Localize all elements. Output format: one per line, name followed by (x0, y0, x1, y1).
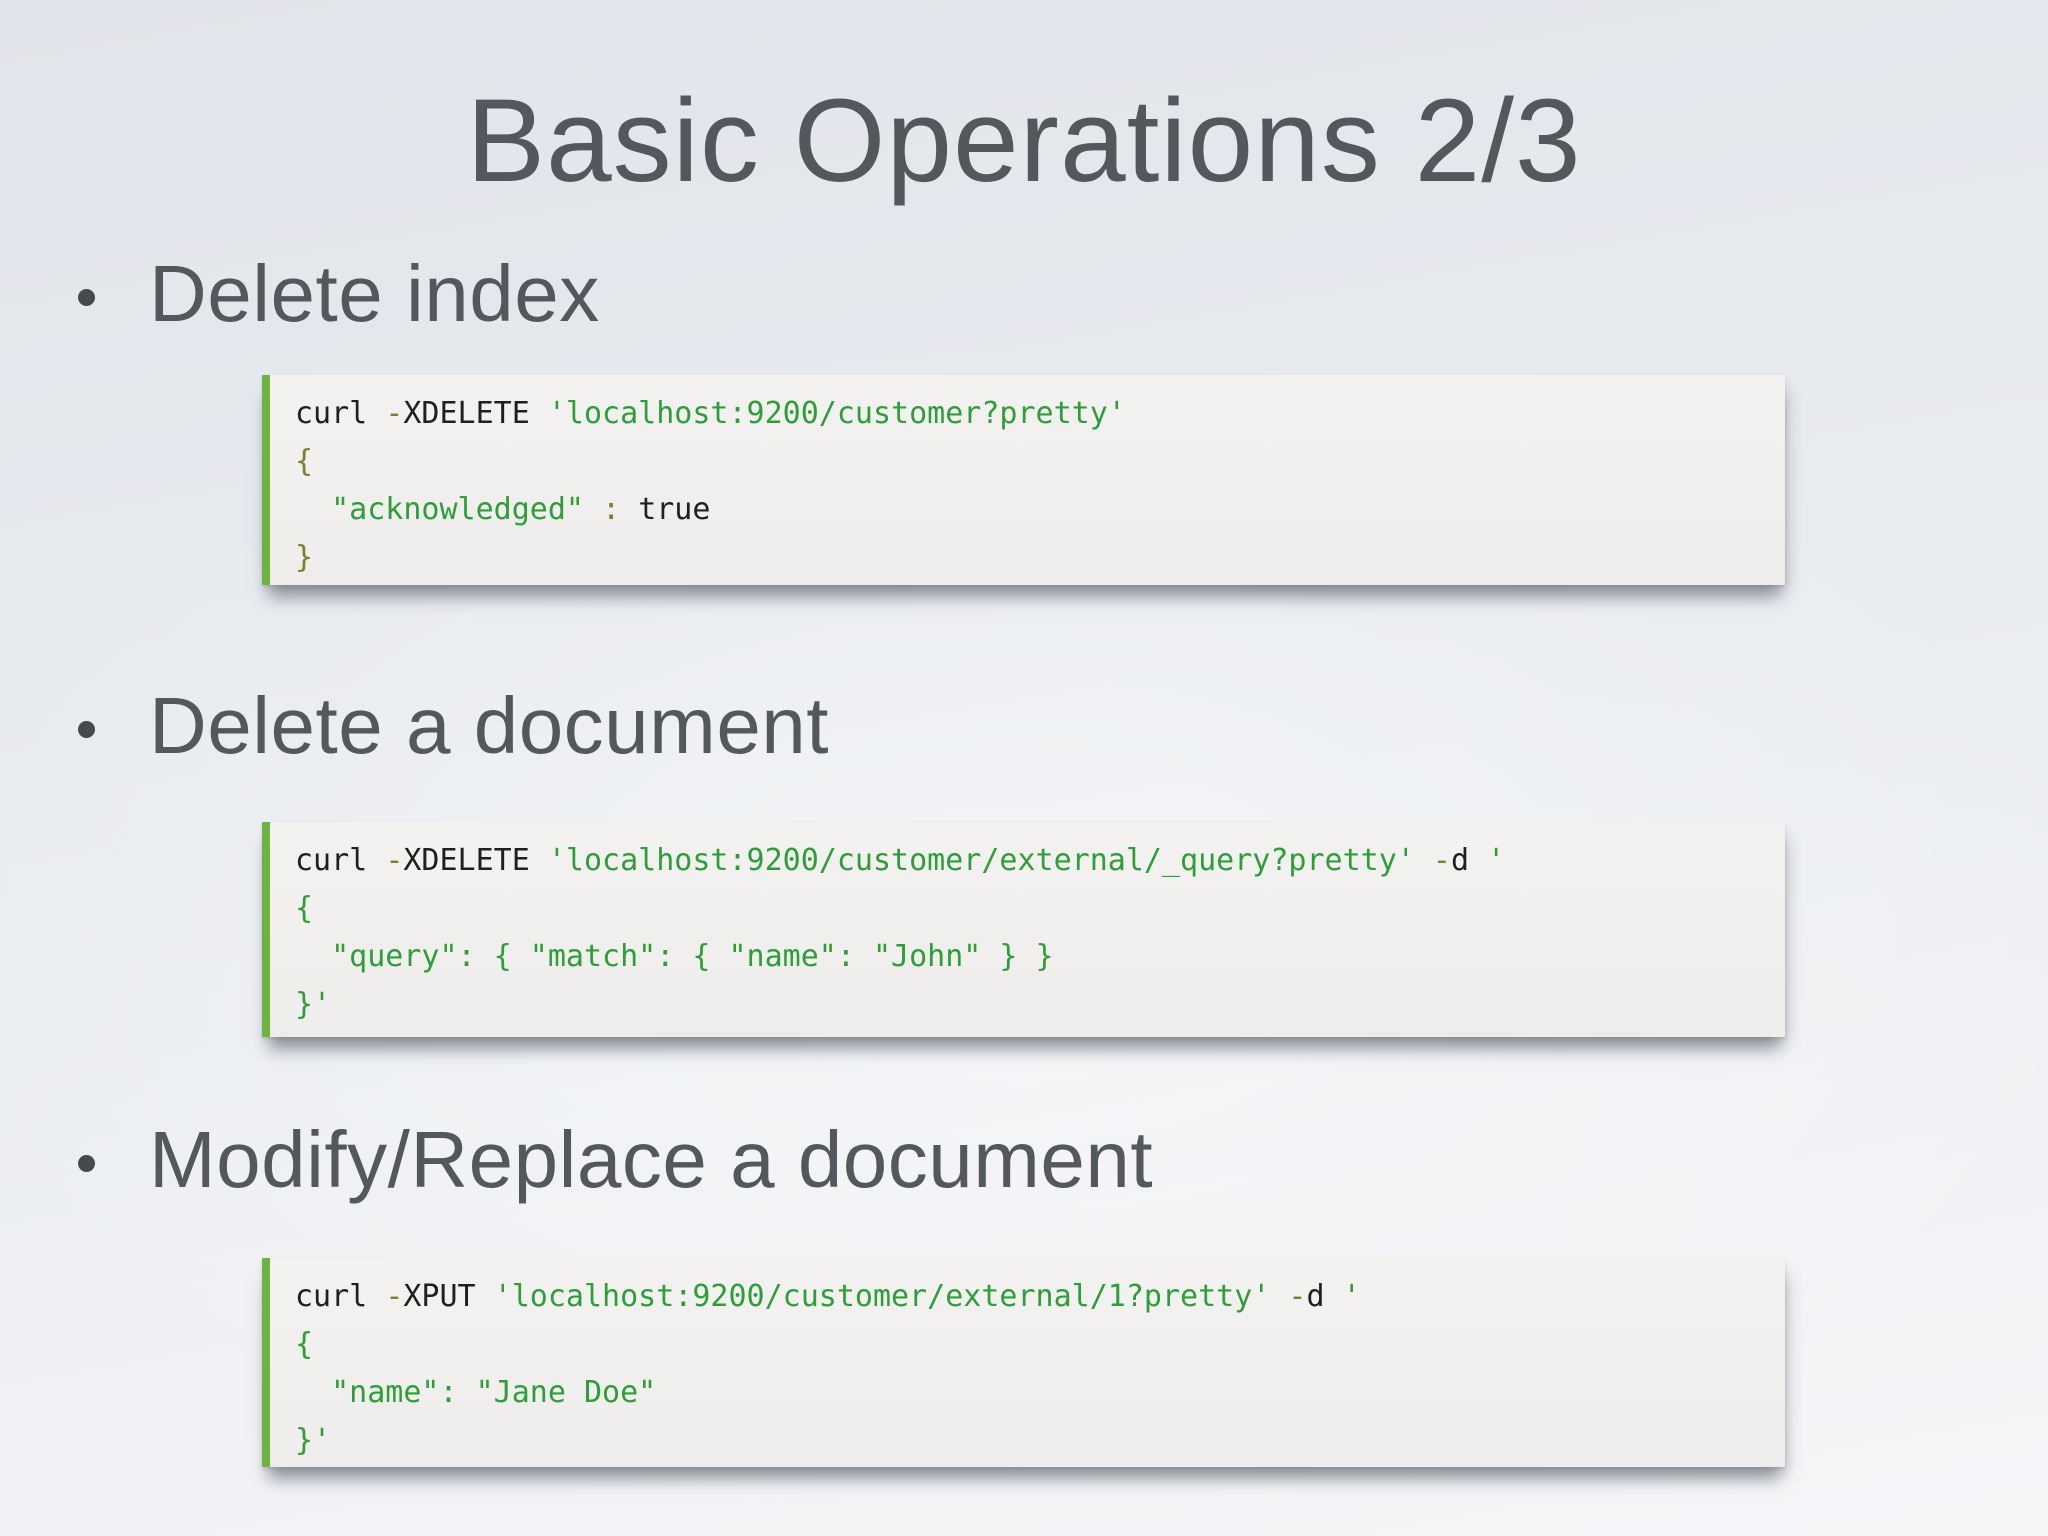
code-line: }' (295, 981, 1785, 1029)
code-token: 'localhost:9200/customer/external/1?pret… (493, 1279, 1271, 1314)
code-token: XPUT (403, 1279, 494, 1314)
code-line: curl -XDELETE 'localhost:9200/customer/e… (295, 837, 1785, 885)
code-token: } (295, 540, 314, 575)
code-token: "acknowledged" (331, 492, 584, 527)
code-block-modify-replace-document: curl -XPUT 'localhost:9200/customer/exte… (262, 1258, 1785, 1467)
slide-title: Basic Operations 2/3 (466, 75, 1582, 207)
code-block-delete-document: curl -XDELETE 'localhost:9200/customer/e… (262, 822, 1785, 1037)
code-line: { (295, 885, 1785, 933)
bullet-icon (78, 1154, 95, 1172)
code-token: d (1450, 843, 1488, 878)
bullet-label: Delete index (149, 249, 600, 338)
bullet-label: Delete a document (149, 681, 830, 770)
code-token (584, 492, 602, 527)
code-token: }' (295, 1423, 332, 1458)
code-token: : (602, 492, 621, 527)
code-token (620, 492, 638, 527)
code-line: curl -XDELETE 'localhost:9200/customer?p… (295, 390, 1785, 438)
code-line: { (295, 1321, 1785, 1369)
code-token: { (295, 444, 314, 479)
code-token: - (1288, 1279, 1307, 1314)
code-token: }' (295, 987, 332, 1022)
bullet-icon (78, 288, 95, 306)
code-line: { (295, 438, 1785, 486)
code-token: curl (295, 396, 386, 431)
code-token: true (638, 492, 711, 527)
code-block-delete-index: curl -XDELETE 'localhost:9200/customer?p… (262, 375, 1785, 585)
code-token: 'localhost:9200/customer/external/_query… (547, 843, 1415, 878)
code-token: d (1306, 1279, 1343, 1314)
code-token: 'localhost:9200/customer?pretty' (547, 396, 1126, 431)
bullet-item-delete-document: Delete a document (78, 680, 829, 772)
code-token (1415, 843, 1433, 878)
code-token (1270, 1279, 1288, 1314)
code-token: ' (1342, 1279, 1361, 1314)
code-token: XDELETE (403, 843, 548, 878)
code-token (295, 492, 331, 527)
code-line: "name": "Jane Doe" (295, 1369, 1785, 1417)
code-token: - (385, 1279, 404, 1314)
code-line: } (295, 534, 1785, 582)
code-line: }' (295, 1417, 1785, 1465)
code-token: { (295, 1327, 314, 1362)
code-token: "name": "Jane Doe" (295, 1375, 657, 1410)
code-token: ' (1487, 843, 1506, 878)
code-token: - (1432, 843, 1451, 878)
bullet-item-delete-index: Delete index (78, 248, 600, 340)
code-token: - (385, 396, 404, 431)
code-token: XDELETE (403, 396, 548, 431)
code-line: "acknowledged" : true (295, 486, 1785, 534)
bullet-icon (78, 720, 95, 738)
bullet-item-modify-replace-document: Modify/Replace a document (78, 1114, 1153, 1206)
code-token: curl (295, 843, 386, 878)
code-line: "query": { "match": { "name": "John" } } (295, 933, 1785, 981)
code-token: curl (295, 1279, 386, 1314)
code-token: "query": { "match": { "name": "John" } } (295, 939, 1054, 974)
code-token: - (385, 843, 404, 878)
code-line: curl -XPUT 'localhost:9200/customer/exte… (295, 1273, 1785, 1321)
bullet-label: Modify/Replace a document (149, 1115, 1154, 1204)
code-token: { (295, 891, 314, 926)
